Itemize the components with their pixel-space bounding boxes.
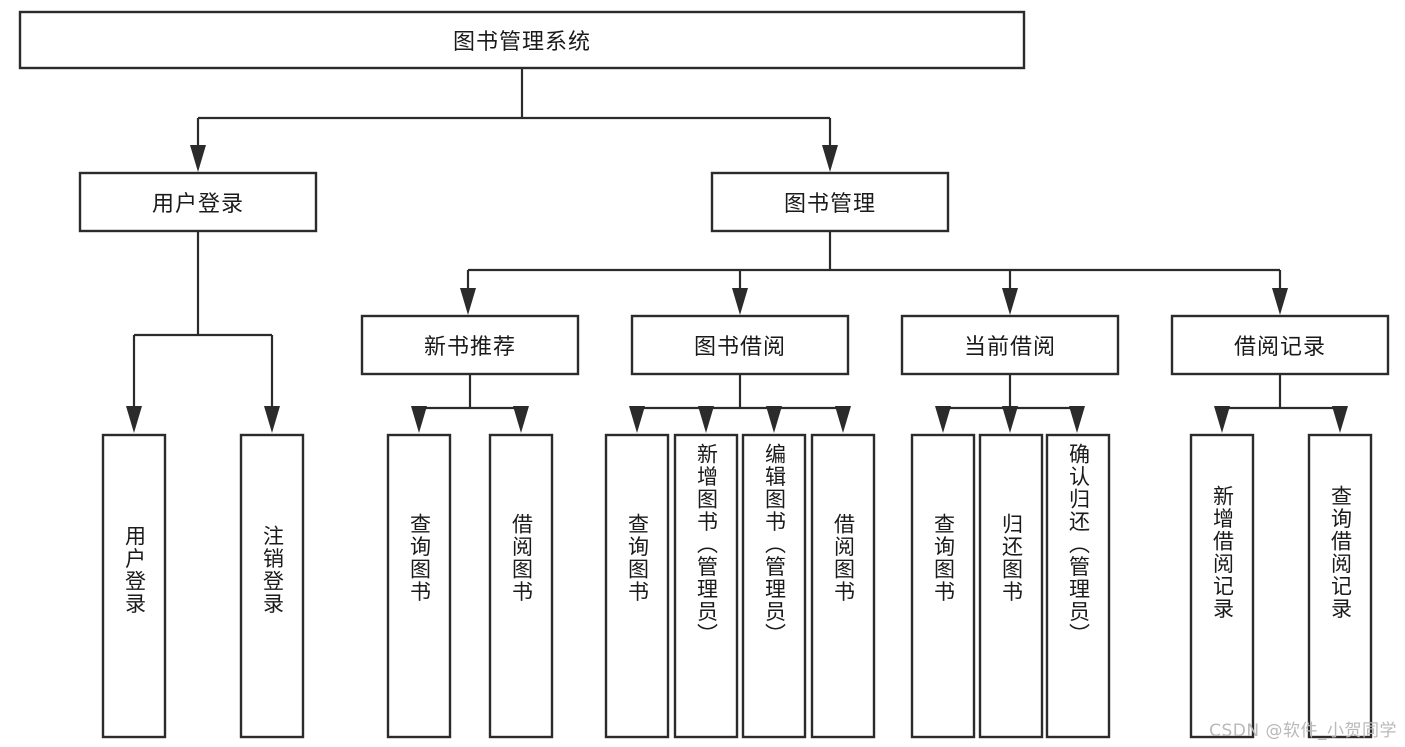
arrow-book-manage xyxy=(822,145,838,172)
leaf-box-add-book[interactable] xyxy=(673,433,739,739)
arrow-leaf-logout xyxy=(264,406,280,433)
arrow-leaf-confirm-return xyxy=(1069,406,1085,433)
leaf-box-add-record[interactable] xyxy=(1189,433,1255,739)
arrow-user-login xyxy=(190,145,206,172)
leaf-box-edit-book[interactable] xyxy=(741,433,807,739)
watermark-text: CSDN @软件_小贺同学 xyxy=(1209,721,1397,741)
node-new-book-recommend-box[interactable] xyxy=(360,314,580,376)
arrow-leaf-query-book-1 xyxy=(411,406,427,433)
node-book-manage-box[interactable] xyxy=(710,171,950,233)
leaf-box-borrow-book-2[interactable] xyxy=(810,433,876,739)
leaf-box-query-record[interactable] xyxy=(1307,433,1373,739)
leaf-box-query-book-3[interactable] xyxy=(910,433,976,739)
node-user-login-box[interactable] xyxy=(78,171,318,233)
arrow-book-borrow xyxy=(732,288,748,315)
arrow-leaf-return-book xyxy=(1002,406,1018,433)
arrow-new-book-recommend xyxy=(460,288,476,315)
node-root-box[interactable] xyxy=(18,10,1026,70)
leaf-box-return-book[interactable] xyxy=(978,433,1044,739)
leaf-box-query-book-2[interactable] xyxy=(604,433,670,739)
node-borrow-record-box[interactable] xyxy=(1170,314,1390,376)
arrow-leaf-query-book-3 xyxy=(935,406,951,433)
arrow-borrow-record xyxy=(1272,288,1288,315)
arrow-leaf-user-login xyxy=(126,406,142,433)
arrow-current-borrow xyxy=(1002,288,1018,315)
node-current-borrow-box[interactable] xyxy=(900,314,1120,376)
arrow-leaf-add-record xyxy=(1214,406,1230,433)
arrow-leaf-add-book xyxy=(698,406,714,433)
leaf-box-logout-login[interactable] xyxy=(239,433,305,739)
arrow-leaf-borrow-book-1 xyxy=(513,406,529,433)
leaf-box-borrow-book-1[interactable] xyxy=(488,433,554,739)
arrow-leaf-query-book-2 xyxy=(629,406,645,433)
arrow-leaf-edit-book xyxy=(766,406,782,433)
leaf-box-confirm-return[interactable] xyxy=(1045,433,1111,739)
leaf-box-user-login[interactable] xyxy=(101,433,167,739)
arrow-leaf-borrow-book-2 xyxy=(835,406,851,433)
arrow-leaf-query-record xyxy=(1332,406,1348,433)
node-book-borrow-box[interactable] xyxy=(630,314,850,376)
leaf-box-query-book-1[interactable] xyxy=(386,433,452,739)
